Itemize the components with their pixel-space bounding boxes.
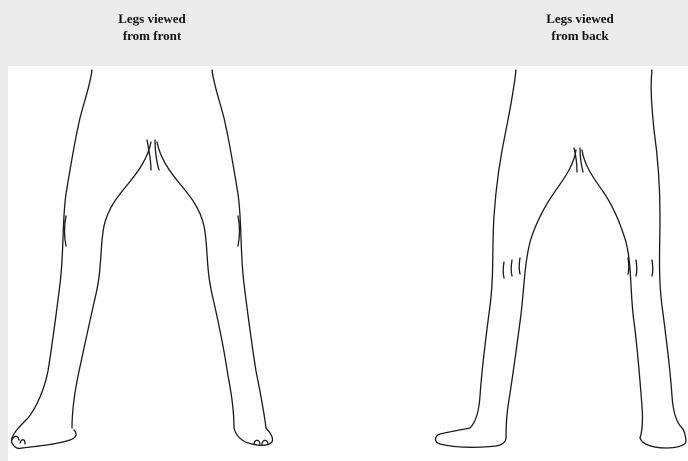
- legs-diagram: [0, 66, 688, 461]
- header-band: Legs viewed from front Legs viewed from …: [0, 0, 688, 66]
- label-back-line-2: from back: [540, 27, 620, 44]
- diagram-background: [8, 66, 688, 461]
- label-front-line-1: Legs viewed: [112, 10, 192, 27]
- label-legs-front: Legs viewed from front: [112, 10, 192, 44]
- label-front-line-2: from front: [112, 27, 192, 44]
- label-back-line-1: Legs viewed: [540, 10, 620, 27]
- diagram-canvas: [0, 66, 688, 461]
- label-legs-back: Legs viewed from back: [540, 10, 620, 44]
